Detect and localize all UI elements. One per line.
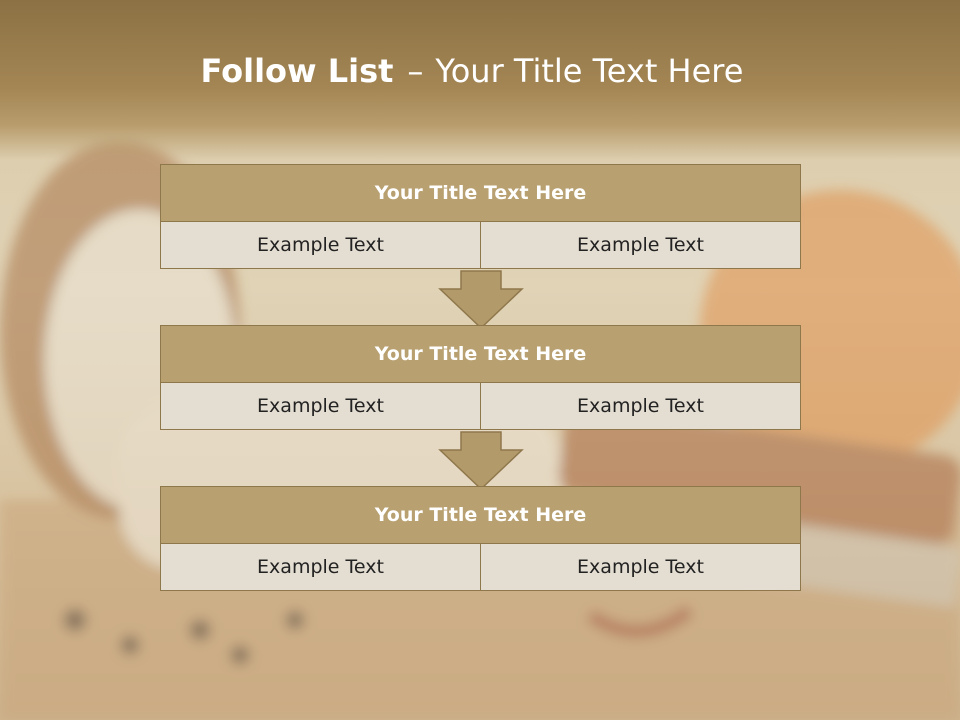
list-block-1: Your Title Text Here Example Text Exampl… xyxy=(160,164,801,269)
header-band xyxy=(0,0,960,160)
example-cell-left: Example Text xyxy=(160,221,481,269)
slide-title-bold: Follow List xyxy=(200,52,394,90)
example-cell-right: Example Text xyxy=(480,382,801,430)
example-cell-right: Example Text xyxy=(480,543,801,591)
example-cell-left: Example Text xyxy=(160,543,481,591)
down-arrow-icon xyxy=(438,431,524,491)
slide-title-rest: Your Title Text Here xyxy=(435,52,744,90)
block-row: Example Text Example Text xyxy=(160,382,801,430)
block-title: Your Title Text Here xyxy=(160,486,801,544)
list-block-2: Your Title Text Here Example Text Exampl… xyxy=(160,325,801,430)
block-title: Your Title Text Here xyxy=(160,325,801,383)
slide-title-dash: – xyxy=(407,52,424,90)
down-arrow-icon xyxy=(438,270,524,330)
block-row: Example Text Example Text xyxy=(160,221,801,269)
example-cell-right: Example Text xyxy=(480,221,801,269)
example-cell-left: Example Text xyxy=(160,382,481,430)
block-title: Your Title Text Here xyxy=(160,164,801,222)
block-row: Example Text Example Text xyxy=(160,543,801,591)
list-block-3: Your Title Text Here Example Text Exampl… xyxy=(160,486,801,591)
slide-title: Follow List–Your Title Text Here xyxy=(0,52,944,90)
